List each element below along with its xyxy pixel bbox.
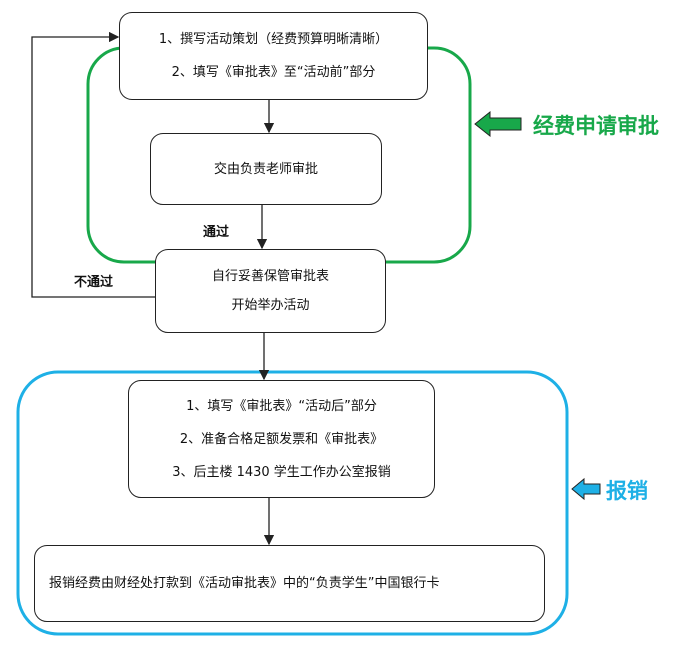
step-submit: 交由负责老师审批 <box>150 133 382 205</box>
stage-reimburse-label: 报销 <box>606 479 648 503</box>
step-text: 开始举办活动 <box>231 298 310 313</box>
step-text: 自行妥善保管审批表 <box>211 269 329 284</box>
step-keep: 自行妥善保管审批表 开始举办活动 <box>155 249 386 333</box>
arrow-fail-loop <box>31 31 155 298</box>
step-text: 2、填写《审批表》至“活动前”部分 <box>171 65 376 80</box>
reimburse-region <box>16 370 569 636</box>
green-left-arrow-icon <box>474 110 522 138</box>
stage-approval-label: 经费申请审批 <box>533 114 659 138</box>
fail-label: 不通过 <box>74 275 114 290</box>
step-pay: 报销经费由财经处打款到《活动审批表》中的“负责学生”中国银行卡 <box>34 545 545 622</box>
step-text: 2、准备合格足额发票和《审批表》 <box>179 431 384 447</box>
step-text: 1、撰写活动策划（经费预算明晰清晰） <box>158 32 389 47</box>
step-text: 1、填写《审批表》“活动后”部分 <box>186 398 377 414</box>
pass-label: 通过 <box>203 225 230 240</box>
step-text: 3、后主楼 1430 学生工作办公室报销 <box>172 464 391 480</box>
step-text: 交由负责老师审批 <box>213 161 318 177</box>
step-plan: 1、撰写活动策划（经费预算明晰清晰） 2、填写《审批表》至“活动前”部分 <box>119 12 428 100</box>
step-text: 报销经费由财经处打款到《活动审批表》中的“负责学生”中国银行卡 <box>49 576 440 591</box>
step-prepare: 1、填写《审批表》“活动后”部分 2、准备合格足额发票和《审批表》 3、后主楼 … <box>128 380 435 498</box>
blue-left-arrow-icon <box>571 477 601 501</box>
